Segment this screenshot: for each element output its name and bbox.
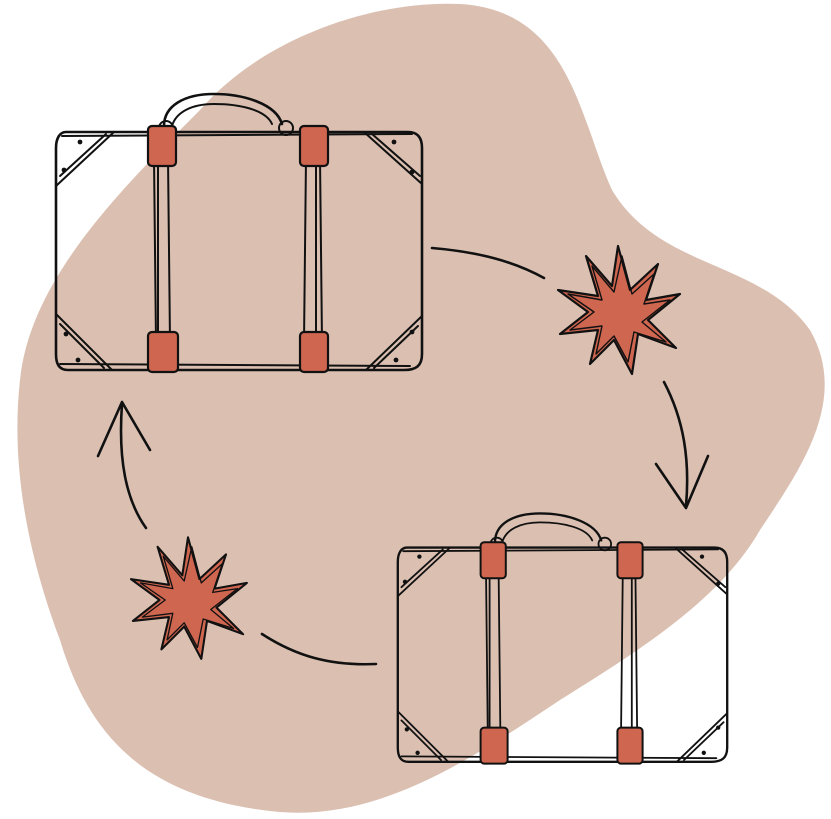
arrowhead-icon <box>96 400 152 458</box>
arrow-icon <box>430 246 546 280</box>
arrow-icon <box>662 380 689 508</box>
arrow-icon <box>119 402 148 530</box>
background-blob <box>17 3 825 813</box>
arrowhead-icon <box>654 454 710 510</box>
arrow-icon <box>260 632 378 666</box>
